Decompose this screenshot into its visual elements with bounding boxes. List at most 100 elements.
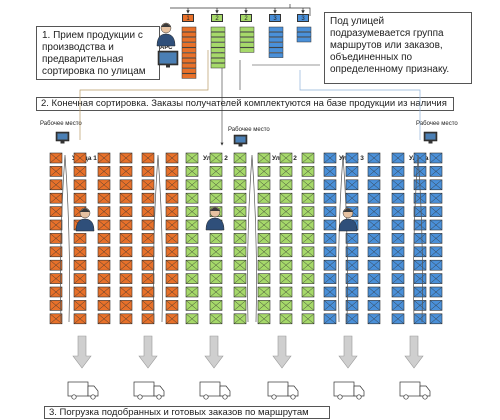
shelf-cell (97, 152, 111, 164)
shelf-cell (73, 192, 87, 204)
shelf-cell (257, 300, 271, 311)
shelf-cell (367, 152, 381, 164)
shelf-cell (233, 233, 247, 244)
shelf-cell (185, 273, 199, 284)
top-stack-cell (268, 47, 284, 53)
shelf-cell (185, 259, 199, 271)
shelf-cell (73, 246, 87, 258)
shelf-cell (257, 233, 271, 244)
shelf-cell (345, 246, 359, 258)
shelf-cell (345, 273, 359, 284)
shelf-cell (73, 286, 87, 298)
shelf-cell (391, 246, 405, 258)
shelf-cell (301, 286, 315, 298)
chute-number-2a: 2 (211, 14, 223, 22)
shelf-cell (165, 300, 179, 311)
shelf-cell (301, 219, 315, 231)
shelf-cell (391, 313, 405, 325)
shelf-cell (141, 246, 155, 258)
down-arrow (72, 335, 92, 369)
shelf-cell (367, 219, 381, 231)
route-line-1 (79, 50, 209, 140)
top-stack-cell (181, 37, 197, 43)
chute-number-3b: 3 (297, 14, 309, 22)
shelf-cell (279, 192, 293, 204)
top-stack-cell (210, 57, 226, 64)
shelf-cell (345, 233, 359, 244)
top-stack-cell (296, 31, 312, 38)
shelf-cell (233, 179, 247, 191)
shelf-cell (301, 259, 315, 271)
shelf-cell (49, 273, 63, 284)
shelf-cell (391, 286, 405, 298)
shelf-cell (209, 152, 223, 164)
shelf-cell (141, 152, 155, 164)
shelf-cell (391, 152, 405, 164)
shelf-cell (367, 246, 381, 258)
shelf-cell (73, 233, 87, 244)
chute-number-1: 1 (182, 14, 194, 22)
shelf-cell (73, 273, 87, 284)
shelf-cell (257, 206, 271, 217)
shelf-cell (185, 179, 199, 191)
shelf-cell (119, 219, 133, 231)
workplace-label-3: Рабочее место (416, 121, 458, 127)
shelf-cell (49, 259, 63, 271)
shelf-cell (323, 273, 337, 284)
shelf-cell (279, 179, 293, 191)
shelf-cell (429, 259, 443, 271)
shelf-cell (233, 206, 247, 217)
workplace-monitor-2 (233, 134, 248, 147)
shelf-cell (391, 192, 405, 204)
shelf-cell (391, 206, 405, 217)
shelf-cell (185, 152, 199, 164)
shelf-cell (367, 206, 381, 217)
top-stack-cell (239, 26, 255, 32)
top-stack-cell (296, 26, 312, 32)
shelf-cell (209, 300, 223, 311)
shelf-cell (323, 233, 337, 244)
shelf-cell (279, 233, 293, 244)
shelf-cell (73, 259, 87, 271)
shelf-cell (49, 233, 63, 244)
shelf-cell (233, 246, 247, 258)
shelf-cell (141, 219, 155, 231)
shelf-cell (97, 246, 111, 258)
shelf-cell (257, 286, 271, 298)
shelf-cell (391, 233, 405, 244)
picking-route (60, 154, 70, 323)
shelf-cell (73, 166, 87, 177)
shelf-cell (49, 152, 63, 164)
shelf-cell (345, 300, 359, 311)
shelf-cell (49, 179, 63, 191)
shelf-cell (429, 179, 443, 191)
shelf-cell (233, 273, 247, 284)
workplace-label-2: Рабочее место (228, 127, 270, 133)
down-arrow (204, 335, 224, 369)
shelf-cell (49, 300, 63, 311)
shelf-cell (345, 166, 359, 177)
shelf-cell (301, 300, 315, 311)
shelf-cell (233, 259, 247, 271)
top-stack-cell (210, 26, 226, 32)
shelf-cell (301, 206, 315, 217)
top-stack-cell (239, 37, 255, 43)
shelf-cell (323, 206, 337, 217)
shelf-cell (413, 219, 427, 231)
shelf-cell (257, 192, 271, 204)
shelf-cell (345, 179, 359, 191)
shelf-cell (391, 273, 405, 284)
shelf-cell (367, 259, 381, 271)
chute-number-3a: 3 (269, 14, 281, 22)
picker-person-3 (338, 207, 358, 232)
shelf-cell (391, 179, 405, 191)
shelf-cell (119, 233, 133, 244)
receive-box: 1. Прием продукции с производства и пред… (36, 26, 160, 80)
shelf-cell (391, 166, 405, 177)
shelf-cell (141, 166, 155, 177)
shelf-cell (185, 206, 199, 217)
down-arrow (138, 335, 158, 369)
shelf-cell (345, 192, 359, 204)
shelf-cell (391, 259, 405, 271)
